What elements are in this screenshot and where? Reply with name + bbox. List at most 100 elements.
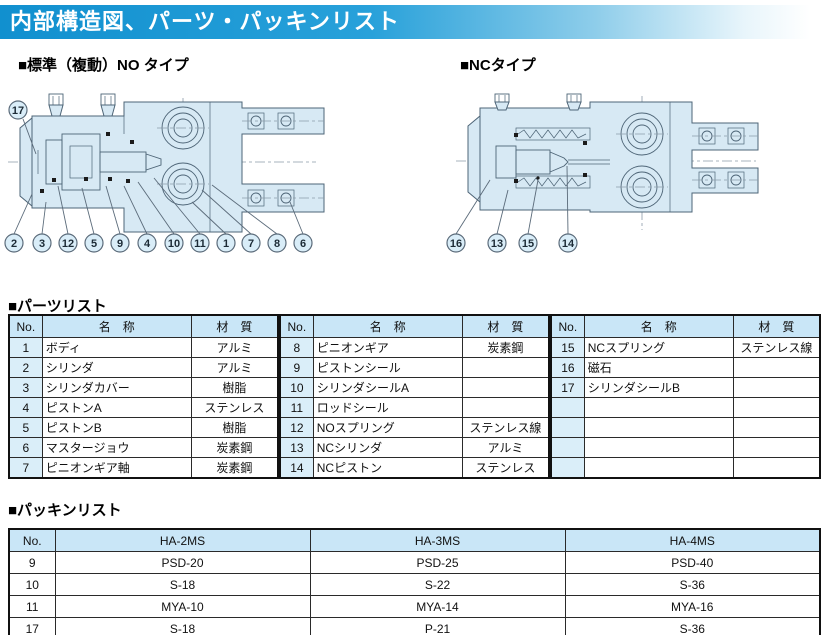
table-row: 10 S-18 S-22 S-36: [8, 573, 821, 596]
part-no: 5: [8, 417, 43, 438]
part-no: 1: [8, 337, 43, 358]
svg-text:5: 5: [91, 238, 97, 250]
svg-text:4: 4: [144, 238, 151, 250]
part-no: 3: [8, 377, 43, 398]
packing-no: 11: [8, 595, 56, 618]
part-no: [550, 437, 585, 458]
part-material: ステンレス線: [732, 337, 821, 358]
pinion-gear-bottom: [616, 165, 668, 209]
part-name: ボディ: [41, 337, 192, 358]
part-name: NCピストン: [312, 457, 463, 479]
svg-text:1: 1: [223, 238, 229, 250]
part-material: 炭素鋼: [190, 437, 279, 458]
part-material: 樹脂: [190, 417, 279, 438]
packing-ha4ms: S-36: [564, 573, 821, 596]
table-row: 9 PSD-20 PSD-25 PSD-40: [8, 551, 821, 574]
svg-text:12: 12: [62, 238, 74, 250]
part-material: [732, 417, 821, 438]
diagram-nc-type: 16 13 15 14: [446, 93, 759, 253]
port-fitting: [566, 93, 582, 111]
part-no: 14: [279, 457, 314, 479]
packing-ha3ms: PSD-25: [309, 551, 566, 574]
diagram-no-type: 17 2 3 12 5 9 4 10 11 1 7 8 6: [4, 93, 325, 253]
svg-text:16: 16: [450, 238, 462, 250]
seal-markers: [40, 132, 134, 193]
part-no: 7: [8, 457, 43, 479]
page-title: 内部構造図、パーツ・パッキンリスト: [10, 9, 400, 34]
part-no: 9: [279, 357, 314, 378]
packing-ha4ms: PSD-40: [564, 551, 821, 574]
cylinder-body: [31, 101, 325, 233]
part-name: ピストンA: [41, 397, 192, 418]
part-name: NCスプリング: [583, 337, 734, 358]
part-no: [550, 457, 585, 479]
col-ha2ms: HA-2MS: [54, 528, 311, 552]
part-no: 6: [8, 437, 43, 458]
master-jaw-bolts: [242, 112, 324, 207]
part-no: 12: [279, 417, 314, 438]
packing-ha3ms: MYA-14: [309, 595, 566, 618]
svg-text:6: 6: [300, 238, 306, 250]
part-material: [461, 377, 550, 398]
part-name: シリンダ: [41, 357, 192, 378]
part-no: [550, 417, 585, 438]
col-material: 材 質: [461, 314, 550, 338]
table-row: [550, 457, 821, 479]
col-no: No.: [279, 314, 314, 338]
svg-text:3: 3: [39, 238, 45, 250]
svg-text:10: 10: [168, 238, 180, 250]
part-name: ピニオンギア: [312, 337, 463, 358]
part-name: [583, 397, 734, 418]
part-name: ロッドシール: [312, 397, 463, 418]
svg-text:13: 13: [491, 238, 503, 250]
col-no: No.: [550, 314, 585, 338]
part-material: [461, 357, 550, 378]
port-fitting: [494, 93, 510, 111]
packing-ha4ms: MYA-16: [564, 595, 821, 618]
part-no: 15: [550, 337, 585, 358]
cylinder-end-cap: [467, 114, 481, 204]
packing-ha2ms: S-18: [54, 617, 311, 635]
master-jaw-bolts: [692, 127, 758, 189]
svg-text:14: 14: [562, 238, 575, 250]
parts-list-heading: ■パーツリスト: [8, 298, 107, 315]
part-name: [583, 457, 734, 479]
packing-ha2ms: PSD-20: [54, 551, 311, 574]
callout-row: 2 3 12 5 9 4 10 11 1 7 8 6: [4, 177, 313, 253]
packing-ha2ms: MYA-10: [54, 595, 311, 618]
svg-text:11: 11: [194, 238, 206, 250]
part-material: 炭素鋼: [190, 457, 279, 479]
svg-text:8: 8: [274, 238, 280, 250]
table-header-row: No. 名 称 材 質: [8, 314, 279, 338]
table-row: 17 S-18 P-21 S-36: [8, 617, 821, 635]
packing-list-table: No. HA-2MS HA-3MS HA-4MS 9 PSD-20 PSD-25…: [8, 528, 821, 635]
packing-ha4ms: S-36: [564, 617, 821, 635]
part-material: 炭素鋼: [461, 337, 550, 358]
col-ha3ms: HA-3MS: [309, 528, 566, 552]
part-no: 2: [8, 357, 43, 378]
packing-no: 9: [8, 551, 56, 574]
part-no: 11: [279, 397, 314, 418]
part-material: アルミ: [190, 337, 279, 358]
callout-17: 17: [8, 100, 37, 155]
svg-text:15: 15: [522, 238, 534, 250]
part-name: ピニオンギア軸: [41, 457, 192, 479]
col-name: 名 称: [312, 314, 463, 338]
packing-ha3ms: S-22: [309, 573, 566, 596]
part-name: NOスプリング: [312, 417, 463, 438]
packing-no: 10: [8, 573, 56, 596]
seal-markers: [514, 133, 587, 183]
col-ha4ms: HA-4MS: [564, 528, 821, 552]
